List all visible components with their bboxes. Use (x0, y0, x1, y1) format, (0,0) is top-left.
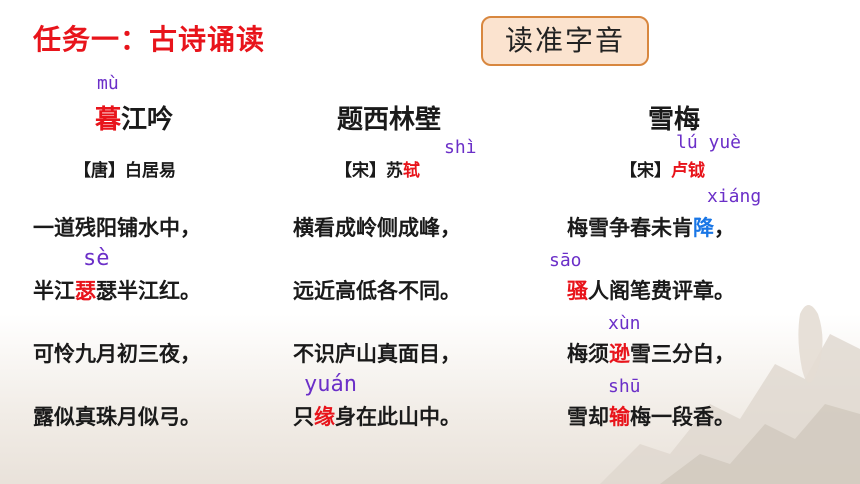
title-highlight-char: 暮 (95, 105, 122, 135)
poem2-line3: 不识庐山真面目， (293, 342, 461, 366)
author-pinyin-shi: shì (444, 137, 477, 158)
line-post: 人阁笔费评章。 (588, 279, 735, 303)
poem1-line3: 可怜九月初三夜， (33, 342, 201, 366)
poem-author-su-shi: 【宋】苏轼 (335, 156, 420, 181)
title-rest: 江吟 (121, 105, 174, 135)
line-highlight-char: 降 (693, 216, 714, 240)
line-pre: 梅雪争春未肯 (567, 216, 693, 240)
line-pre: 雪却 (567, 405, 609, 429)
line-post: ， (714, 216, 735, 240)
read-pronunciation-tag: 读准字音 (481, 16, 649, 66)
poem-author-lu-yue: 【宋】卢钺 (620, 156, 705, 181)
line-pinyin-yuan: yuán (304, 372, 357, 397)
poem3-line3: 梅须逊雪三分白， (567, 338, 735, 368)
line-post: 雪三分白， (630, 342, 735, 366)
line-pre: 只 (293, 405, 314, 429)
author-highlight-char: 轼 (403, 161, 420, 181)
poem-title-mujiangyin: 暮江吟 (95, 99, 173, 136)
line-highlight-char: 输 (609, 405, 630, 429)
poem-author-bai-juyi: 【唐】白居易 (74, 161, 176, 181)
poem3-line4: 雪却输梅一段香。 (567, 401, 735, 431)
poem3-line1: 梅雪争春未肯降， (567, 212, 735, 242)
poem2-line2: 远近高低各不同。 (293, 279, 461, 303)
line-highlight-char: 瑟 (75, 279, 96, 303)
line-highlight-char: 缘 (314, 405, 335, 429)
poem-title-xuemei: 雪梅 (648, 105, 701, 135)
line-pre: 半江 (33, 279, 75, 303)
author-pre: 【宋】苏 (335, 161, 403, 181)
line-post: 梅一段香。 (630, 405, 735, 429)
line-pre: 梅须 (567, 342, 609, 366)
poem-title-tixilinbi: 题西林壁 (337, 105, 442, 135)
line-post: 瑟半江红。 (96, 279, 201, 303)
line-highlight-char: 逊 (609, 342, 630, 366)
poem3-line2: 骚人阁笔费评章。 (567, 275, 735, 305)
line-pinyin-xiang: xiáng (707, 186, 762, 207)
line-pinyin-shu: shū (608, 376, 641, 397)
line-pinyin-se: sè (83, 246, 110, 271)
task-title: 任务一：古诗诵读 (33, 23, 266, 56)
poem1-line4: 露似真珠月似弓。 (33, 405, 201, 429)
poem2-line4: 只缘身在此山中。 (293, 401, 461, 431)
line-pinyin-xun: xùn (608, 313, 641, 334)
ink-mountain-decoration (600, 305, 860, 484)
author-highlight-chars: 卢钺 (671, 161, 705, 181)
poem1-line2: 半江瑟瑟半江红。 (33, 275, 201, 305)
poem1-line1: 一道残阳铺水中， (33, 216, 201, 240)
line-highlight-char: 骚 (567, 279, 588, 303)
poem2-line1: 横看成岭侧成峰， (293, 216, 461, 240)
author-pinyin-lu-yue: lú yuè (676, 132, 742, 153)
author-pre: 【宋】 (620, 161, 671, 181)
line-post: 身在此山中。 (335, 405, 461, 429)
line-pinyin-sao: sāo (549, 250, 582, 271)
title-pinyin-mu: mù (97, 73, 119, 94)
